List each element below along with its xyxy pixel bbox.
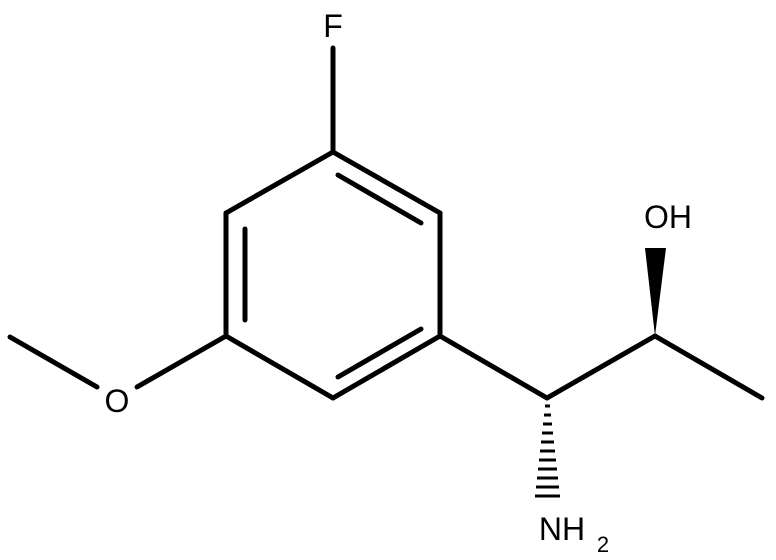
ring-bond-c3-c4 [330,333,443,401]
amine-subscript-label: 2 [597,532,609,557]
ring-bond-c1-c2 [330,149,443,216]
bond-ring-methoxy-o [134,333,229,390]
benzene-ring [223,149,443,401]
wedge-bond-hydroxyl [645,248,666,336]
bond-methoxy-o-methyl [7,334,100,390]
fluorine-label: F [323,8,343,44]
hashed-bond-amine [535,404,560,498]
ring-bond-c4-c5 [223,333,336,401]
ring-double-bond-inner-2 [335,326,424,380]
bond-ring-chiral-c1 [437,333,550,401]
methoxy-oxygen-label: O [105,383,130,419]
bond-chiral-c1-chiral-c2 [544,333,658,401]
ring-double-bond-inner-1 [335,172,424,226]
hydroxyl-label: OH [644,199,692,235]
ring-bond-c6-c1 [223,149,336,216]
bond-chiral-c2-methyl [652,333,765,401]
amine-label: NH [539,511,585,547]
